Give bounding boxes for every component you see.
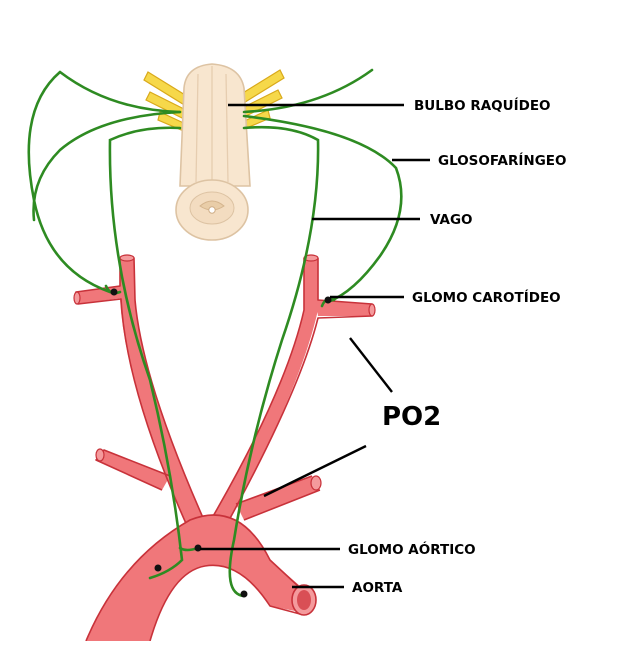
- blood-vessels: [73, 254, 376, 642]
- vagus-nerve-left: [108, 126, 184, 580]
- medulla-oblongata: [143, 63, 285, 241]
- label-bulbo-raquideo: BULBO RAQUÍDEO: [414, 97, 551, 114]
- leader-po2-upper: [349, 337, 393, 393]
- glossopharyngeal-nerve-right: [242, 68, 403, 304]
- medulla-stem: [179, 63, 251, 187]
- labels: BULBO RAQUÍDEO GLOSOFARÍNGEO VAGO GLOMO …: [348, 97, 567, 596]
- right-carotid: [211, 254, 376, 523]
- receptor-dots: [110, 288, 332, 598]
- leader-po2-lower: [263, 444, 367, 498]
- aortic-arch: [85, 514, 317, 642]
- leader-lines: [200, 103, 430, 589]
- label-po2: PO2: [382, 402, 441, 432]
- label-vago: VAGO: [430, 212, 473, 228]
- nerve-roots: [143, 69, 285, 133]
- label-glomo-aortico: GLOMO AÓRTICO: [348, 540, 476, 558]
- left-carotid: [73, 254, 205, 529]
- nerves: [27, 68, 403, 598]
- label-glomo-carotideo: GLOMO CAROTÍDEO: [412, 289, 561, 306]
- vagus-nerve-right: [228, 125, 320, 598]
- glossopharyngeal-nerve-left-branch: [32, 110, 182, 222]
- label-aorta: AORTA: [352, 580, 403, 596]
- label-glosofaringeo: GLOSOFARÍNGEO: [438, 152, 567, 169]
